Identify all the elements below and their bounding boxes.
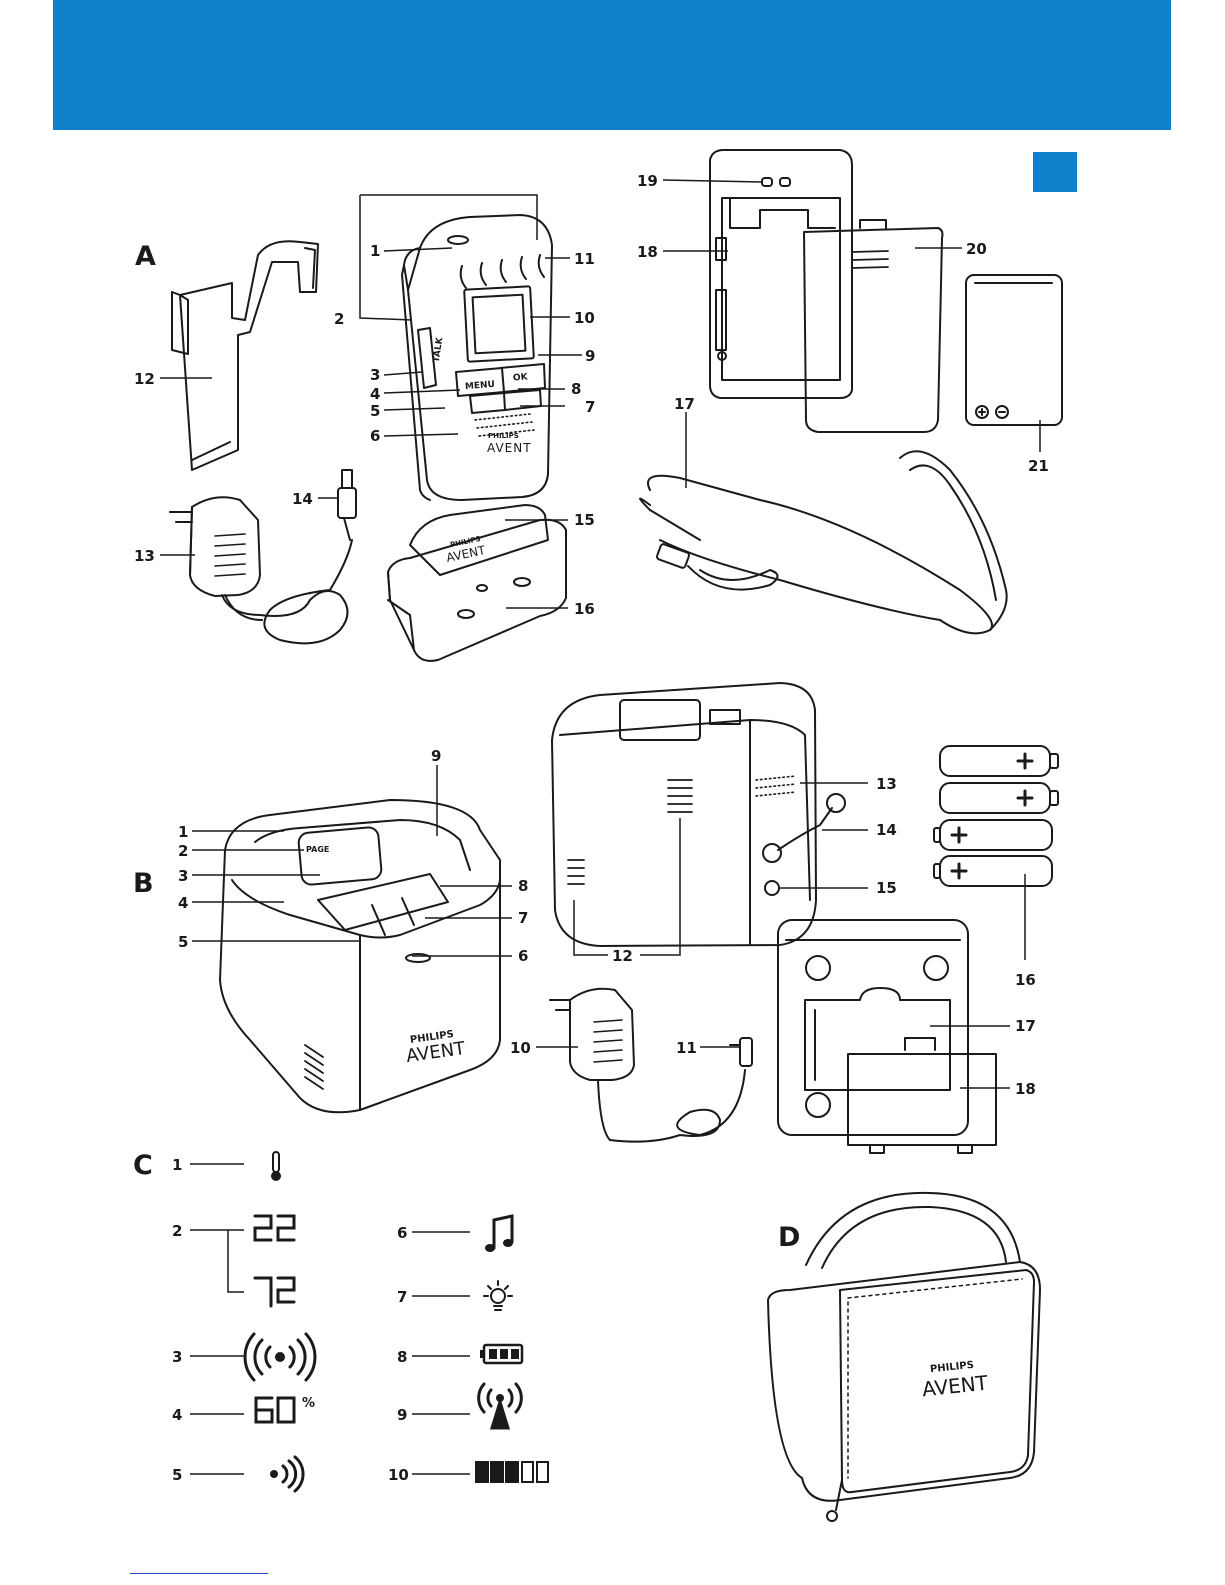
aa-batteries-illustration (934, 746, 1058, 886)
callout-b-1: 1 (178, 824, 188, 840)
battery-cover-illustration (804, 220, 943, 432)
callout-a-15: 15 (574, 512, 595, 528)
callout-b-7: 7 (518, 910, 528, 926)
callout-c-7: 7 (397, 1289, 407, 1305)
adapter-a-illustration (170, 470, 356, 643)
callout-a-20: 20 (966, 241, 987, 257)
callout-b-14: 14 (876, 822, 897, 838)
thermometer-icon (271, 1152, 281, 1181)
callout-a-21: 21 (1028, 458, 1049, 474)
battery-compartment-illustration (710, 150, 852, 398)
battery-pack-illustration (966, 275, 1062, 425)
callout-a-9: 9 (585, 348, 595, 364)
humidity-value: 60 (300, 1420, 301, 1436)
temp-c-value: 22 (300, 1218, 301, 1234)
temp-f-value: 72 (300, 1280, 301, 1296)
footer-link-underline (130, 1573, 268, 1574)
callout-b-4: 4 (178, 895, 188, 911)
travel-bag-illustration (768, 1193, 1040, 1521)
humidity-digits (256, 1398, 294, 1422)
callout-b-6: 6 (518, 948, 528, 964)
adapter-b-illustration (550, 989, 752, 1142)
display-symbols (245, 1152, 548, 1491)
callout-a-14: 14 (292, 491, 313, 507)
callout-b-3: 3 (178, 868, 188, 884)
callout-c-3: 3 (172, 1349, 182, 1365)
full-signal-icon (245, 1334, 315, 1380)
callout-a-10: 10 (574, 310, 595, 326)
callout-a-11: 11 (574, 251, 595, 267)
temp-c-digits (255, 1216, 294, 1240)
baby-unit-base-illustration (778, 920, 996, 1153)
callout-a-1: 1 (370, 243, 380, 259)
night-light-icon (484, 1281, 512, 1310)
callout-b-13: 13 (876, 776, 897, 792)
brand-logo-parent: AVENT (487, 440, 532, 456)
callout-a-19: 19 (637, 173, 658, 189)
callout-b-10: 10 (510, 1040, 531, 1056)
callout-a-2: 2 (334, 311, 344, 327)
callout-a-16: 16 (574, 601, 595, 617)
callout-b-17: 17 (1015, 1018, 1036, 1034)
callout-b-5: 5 (178, 934, 188, 950)
callout-a-12: 12 (134, 371, 155, 387)
lullaby-icon (485, 1216, 513, 1252)
callout-a-18: 18 (637, 244, 658, 260)
menu-label: MENU (464, 377, 495, 396)
callout-a-7: 7 (585, 399, 595, 415)
belt-clip-illustration (172, 241, 318, 470)
callout-a-8: 8 (571, 381, 581, 397)
callout-c-6: 6 (397, 1225, 407, 1241)
callout-b-15: 15 (876, 880, 897, 896)
callout-a-13: 13 (134, 548, 155, 564)
callout-a-5: 5 (370, 403, 380, 419)
callout-a-4: 4 (370, 386, 380, 402)
humidity-unit: % (302, 1396, 315, 1412)
neck-strap-illustration (640, 451, 1007, 633)
level-bar-icon (476, 1462, 548, 1482)
callout-lines (160, 180, 1040, 1474)
callout-c-2: 2 (172, 1223, 182, 1239)
callout-c-8: 8 (397, 1349, 407, 1365)
baby-unit-back-illustration (552, 683, 845, 946)
temp-f-digits (255, 1278, 294, 1306)
charger-cradle-illustration (388, 505, 566, 661)
callout-b-2: 2 (178, 843, 188, 859)
callout-b-16: 16 (1015, 972, 1036, 988)
callout-b-18: 18 (1015, 1081, 1036, 1097)
callout-c-10: 10 (388, 1467, 409, 1483)
callout-a-17: 17 (674, 396, 695, 412)
brand-logo-bag: AVENT (921, 1375, 988, 1398)
sound-level-icon (270, 1457, 303, 1491)
callout-c-5: 5 (172, 1467, 182, 1483)
callout-b-11: 11 (676, 1040, 697, 1056)
callout-b-12: 12 (612, 948, 633, 964)
ok-label: OK (512, 369, 528, 386)
page-label: PAGE (306, 842, 329, 858)
callout-b-8: 8 (518, 878, 528, 894)
callout-a-6: 6 (370, 428, 380, 444)
battery-icon (480, 1345, 522, 1363)
callout-c-1: 1 (172, 1157, 182, 1173)
callout-c-9: 9 (397, 1407, 407, 1423)
link-signal-icon (479, 1384, 522, 1428)
callout-c-4: 4 (172, 1407, 182, 1423)
callout-a-3: 3 (370, 367, 380, 383)
callout-b-9: 9 (431, 748, 441, 764)
parent-unit-illustration (402, 215, 552, 500)
